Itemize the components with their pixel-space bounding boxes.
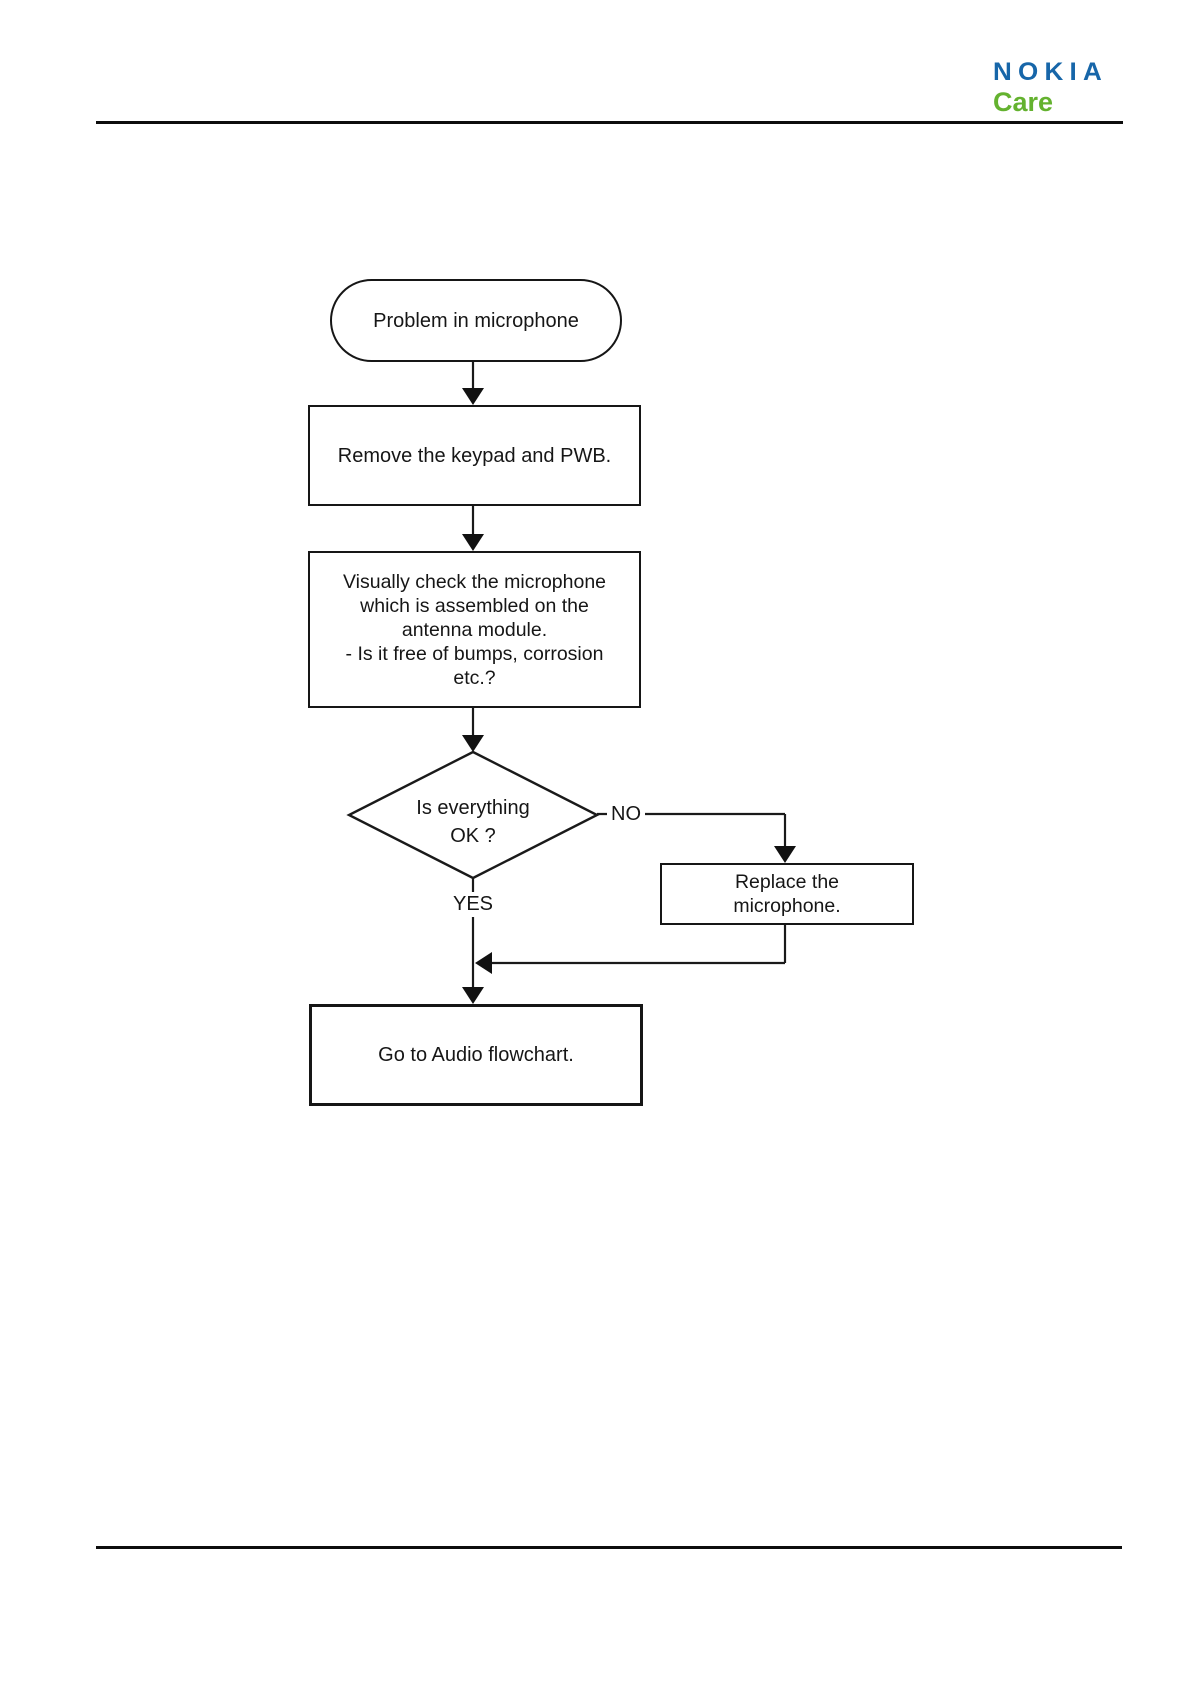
arrowhead-into-check (462, 534, 484, 551)
yes-branch-label: YES (449, 892, 498, 917)
start-terminator: Problem in microphone (330, 279, 622, 362)
decision-everything-ok-label: Is everything OK ? (416, 797, 530, 847)
arrowhead-into-remove (462, 388, 484, 405)
process-goto-audio-flowchart: Go to Audio flowchart. (309, 1004, 643, 1106)
arrowhead-into-goto (462, 987, 484, 1004)
process-replace-microphone: Replace the microphone. (660, 863, 914, 925)
header-rule (96, 121, 1123, 124)
nokia-logo-text: NOKIA (993, 58, 1108, 86)
care-logo-text: Care (993, 87, 1054, 117)
footer-rule (96, 1546, 1122, 1549)
arrowhead-into-replace (774, 846, 796, 863)
arrowhead-merge-left (475, 952, 492, 974)
process-visual-check: Visually check the microphone which is a… (308, 551, 641, 708)
no-branch-label: NO (607, 802, 645, 827)
process-remove-keypad: Remove the keypad and PWB. (308, 405, 641, 506)
nokia-care-logo: NOKIA Care (993, 60, 1133, 116)
arrowhead-into-decision (462, 735, 484, 752)
